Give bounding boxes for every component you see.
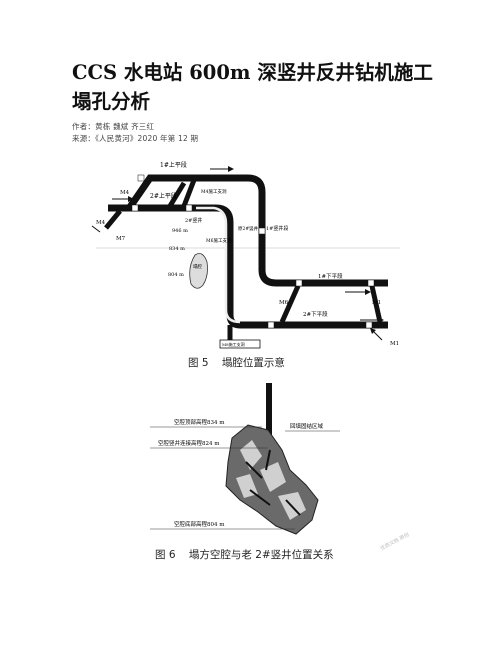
label-m6: M6 — [279, 300, 289, 306]
tunnel-2 — [108, 204, 388, 329]
label-upper-flat-2: 2#上平段 — [150, 192, 177, 200]
label-top-elev: 空腔顶部高程834 m — [174, 418, 225, 426]
label-bottom-elev: 空腔底部高程804 m — [174, 520, 225, 528]
label-lower-flat-2: 2#下平段 — [303, 310, 328, 318]
m7-adit — [104, 209, 122, 230]
label-lower-flat-1: 1#下平段 — [318, 272, 343, 280]
label-old-shaft: 原2#竖井 — [238, 225, 259, 232]
label-m6-adit: M6施工支洞 — [206, 237, 232, 244]
label-m1-right: M1 — [372, 300, 381, 306]
cavity-shape — [189, 253, 208, 289]
label-cavity: 塌腔 — [193, 263, 202, 270]
label-m1-bottom: M1 — [390, 341, 399, 347]
m6-adit — [279, 284, 301, 324]
label-m4-adit: M4施工支洞 — [201, 188, 227, 195]
label-m4-left: M4 — [96, 220, 106, 226]
label-m7: M7 — [116, 236, 126, 242]
figure-5-diagram: 1#上平段 2#上平段 M4 M4施工支洞 M4 M7 2#竖井 946 m 8… — [91, 161, 400, 349]
label-m4: M4 — [120, 190, 130, 196]
label-upper-flat-1: 1#上平段 — [160, 161, 187, 169]
label-el946: 946 m — [172, 228, 188, 234]
article-title: CCS 水电站 600m 深竖井反井钻机施工塌孔分析 — [72, 61, 433, 113]
source-line: 来源：《人民黄河》2020 年第 12 期 — [72, 134, 199, 143]
tunnel-1 — [127, 174, 388, 287]
label-junction-elev: 空腔竖井连接高程824 m — [158, 439, 220, 447]
label-shaft-1: 1#竖井段 — [266, 225, 288, 232]
label-m8-adit: M8施工支洞 — [222, 341, 245, 347]
author-line: 作者：黄栋 魏斌 齐三红 — [72, 122, 155, 131]
tunnel-2-inner — [196, 206, 241, 324]
label-backfill: 回填固结区域 — [290, 422, 324, 430]
label-shaft-2: 2#竖井 — [185, 217, 202, 224]
label-el804: 804 m — [168, 272, 184, 278]
figure-6-caption: 图 6 塌方空腔与老 2#竖井位置关系 — [155, 549, 334, 561]
m4-adit — [181, 179, 197, 207]
figure-5-caption: 图 5 塌腔位置示意 — [188, 357, 285, 369]
label-el834: 834 m — [169, 246, 185, 252]
